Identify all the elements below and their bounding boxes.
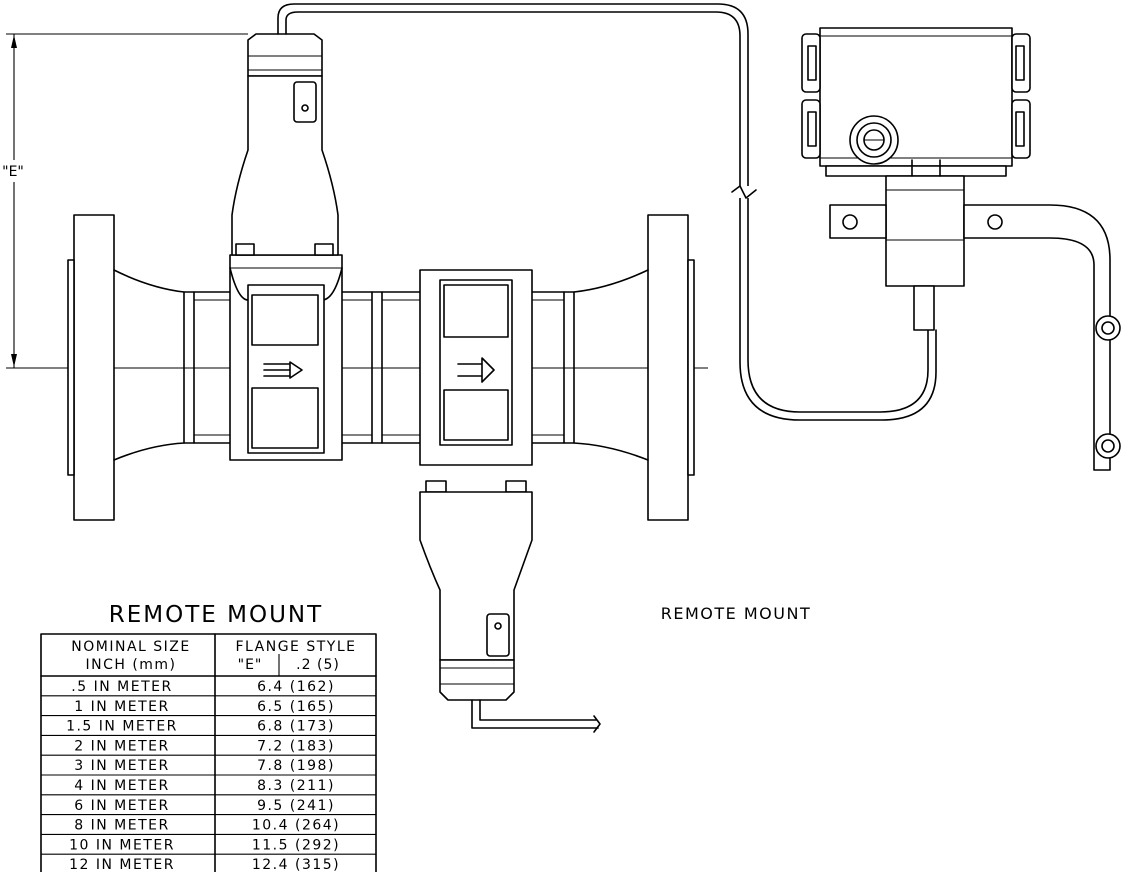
header-size-line1: NOMINAL SIZE [71,639,190,655]
table-cell-size: 6 IN METER [74,798,169,814]
drawing-caption: REMOTE MOUNT [661,604,811,623]
table-cell-flange-e: 7.2 (183) [257,738,335,754]
table-cell-size: 4 IN METER [74,778,169,794]
upper-sensor-neck [231,33,339,256]
remote-cable [277,3,937,421]
bracket-nut-lower [1095,433,1121,459]
header-flange-e: "E" [238,657,263,673]
right-flange [647,214,689,521]
table-cell-flange-e: 6.8 (173) [257,719,335,735]
table-cell-flange-e: 6.4 (162) [257,679,335,695]
header-flange-thickness: .2 (5) [296,657,340,673]
table-cell-flange-e: 6.5 (165) [257,699,335,715]
lower-sensor-neck [419,480,601,733]
remote-transmitter [801,27,1121,471]
table-cell-flange-e: 8.3 (211) [257,778,335,794]
table-cell-size: 2 IN METER [74,738,169,754]
left-flange [73,214,115,521]
dimension-e: "E" [2,33,248,369]
table-cell-size: 1 IN METER [74,699,169,715]
header-flange-style: FLANGE STYLE [235,639,356,655]
table-cell-size: 8 IN METER [74,818,169,834]
table-cell-size: 3 IN METER [74,758,169,774]
table-cell-flange-e: 10.4 (264) [252,818,340,834]
size-table: NOMINAL SIZE INCH (mm) FLANGE STYLE "E" … [40,633,377,872]
table-cell-size: 12 IN METER [69,857,175,872]
table-cell-size: 10 IN METER [69,837,175,853]
table-cell-flange-e: 11.5 (292) [252,837,340,853]
table-cell-flange-e: 7.8 (198) [257,758,335,774]
meter-body [67,214,695,521]
table-caption: REMOTE MOUNT [109,602,323,628]
bracket-nut-upper [1095,315,1121,341]
table-cell-size: 1.5 IN METER [66,719,178,735]
header-size-line2: INCH (mm) [85,657,176,673]
table-cell-flange-e: 12.4 (315) [252,857,340,872]
dimension-e-label: "E" [2,164,24,180]
table-cell-size: .5 IN METER [71,679,172,695]
table-cell-flange-e: 9.5 (241) [257,798,335,814]
